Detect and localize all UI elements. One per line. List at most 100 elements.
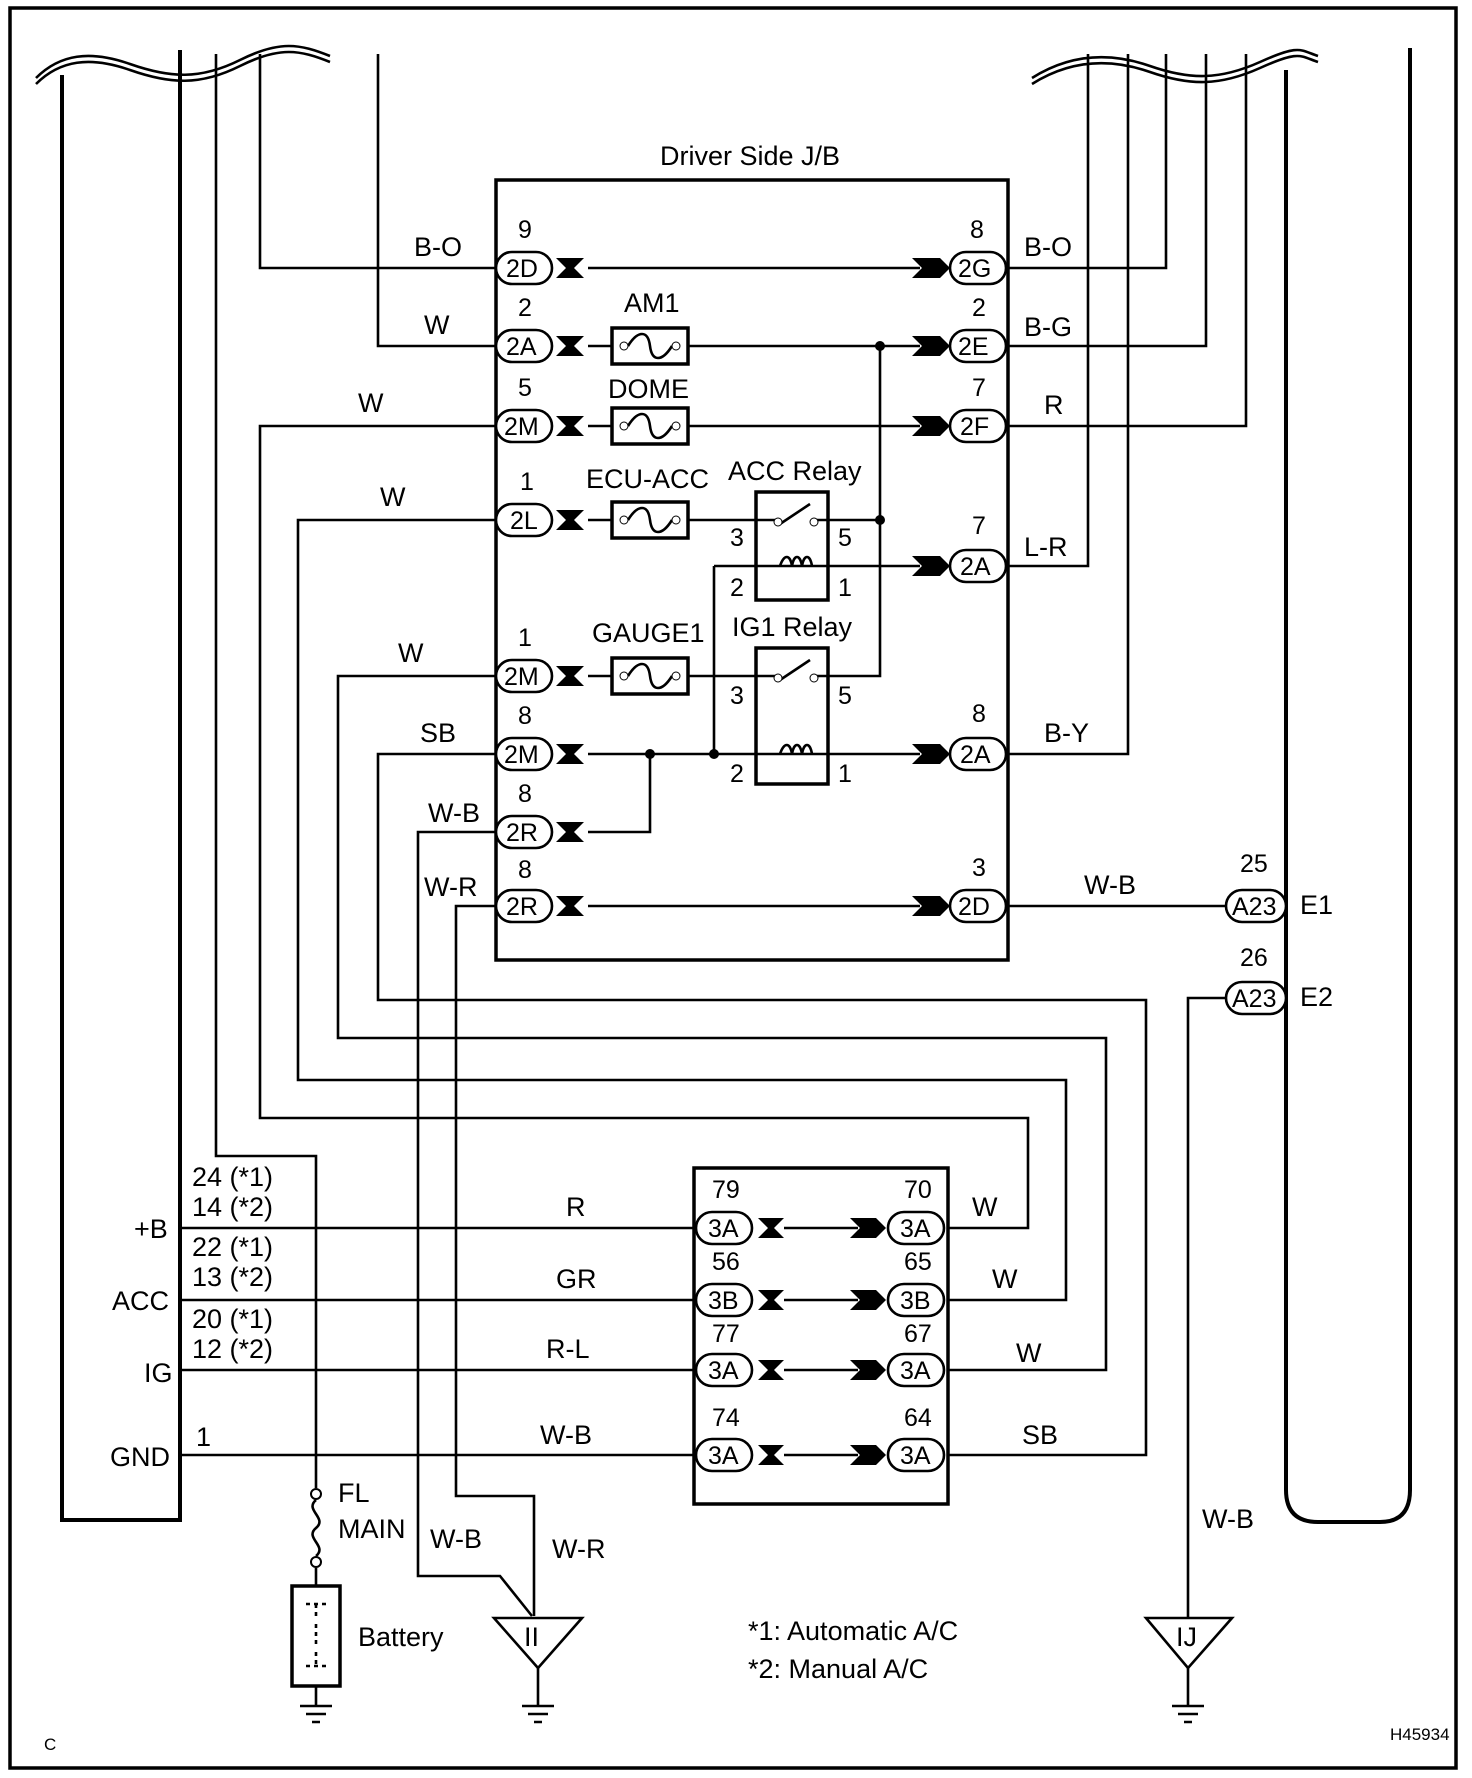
svg-text:B-O: B-O [1024,232,1072,262]
svg-text:MAIN: MAIN [338,1514,406,1544]
svg-text:3A: 3A [708,1442,739,1470]
svg-text:56: 56 [712,1248,740,1276]
lower-connector-row: 3A 3A 79 70 R W [566,1176,998,1246]
svg-text:W-R: W-R [552,1534,606,1564]
svg-text:E1: E1 [1300,890,1333,920]
junction-dot [645,749,655,759]
svg-text:22 (*1): 22 (*1) [192,1232,273,1262]
svg-text:79: 79 [712,1176,740,1204]
svg-text:ACC: ACC [112,1286,169,1316]
svg-text:E2: E2 [1300,982,1333,1012]
svg-text:67: 67 [904,1320,932,1348]
lower-connector-row: 3A 3A 77 67 R-L W [546,1320,1042,1388]
svg-text:8: 8 [518,780,532,808]
svg-text:ECU-ACC: ECU-ACC [586,464,709,494]
jb-connector-left: 2M 5 W [358,374,584,444]
svg-text:W: W [424,310,450,340]
svg-text:74: 74 [712,1404,740,1432]
svg-text:B-Y: B-Y [1044,718,1089,748]
svg-text:14 (*2): 14 (*2) [192,1192,273,1222]
wire-w-r-2r [454,904,536,1616]
svg-text:5: 5 [838,524,852,552]
svg-text:8: 8 [970,216,984,244]
svg-text:7: 7 [972,374,986,402]
svg-text:W-B: W-B [1084,870,1136,900]
jb-connector-right: 2G 8 B-O [912,216,1072,286]
harness-break-right-2 [1031,48,1319,80]
svg-text:2M: 2M [504,413,539,441]
svg-text:3A: 3A [900,1442,931,1470]
junction-box [494,178,1010,962]
svg-text:R-L: R-L [546,1334,590,1364]
wire-w-2l [296,518,1068,1302]
svg-text:+B: +B [134,1214,168,1244]
ground-connector-e2: A23 26 E2 [1224,944,1333,1016]
wire-w-2a [376,54,500,348]
svg-text:2: 2 [518,294,532,322]
svg-text:2: 2 [730,574,744,602]
jb-title: Driver Side J/B [660,141,840,171]
svg-text:3: 3 [730,682,744,710]
battery-icon: Battery [290,1584,444,1706]
svg-text:FL: FL [338,1478,370,1508]
svg-text:3A: 3A [900,1215,931,1243]
svg-text:20 (*1): 20 (*1) [192,1304,273,1334]
figure-id: H45934 [1390,1725,1450,1744]
jb-connector-left: 2M 1 W [398,624,584,694]
svg-text:64: 64 [904,1404,932,1432]
svg-text:2M: 2M [504,741,539,769]
svg-text:DOME: DOME [608,374,689,404]
svg-text:3: 3 [730,524,744,552]
svg-text:12 (*2): 12 (*2) [192,1334,273,1364]
terminal-acc: ACC 22 (*1) 13 (*2) [112,1232,273,1316]
left-component-body [60,50,182,1522]
svg-text:IG: IG [144,1358,173,1388]
fuse-am1: AM1 [610,288,690,366]
svg-text:2E: 2E [958,333,989,361]
wire-plus-b [214,54,318,1488]
svg-text:77: 77 [712,1320,740,1348]
svg-text:ACC Relay: ACC Relay [728,456,862,486]
fusible-link-fl-main: FL MAIN [310,1478,406,1568]
jb-connector-left: 2M 8 SB [420,702,584,772]
svg-text:3A: 3A [708,1357,739,1385]
svg-text:2D: 2D [506,255,538,283]
note-manual: *2: Manual A/C [748,1654,928,1684]
wire-sb-2m8 [376,752,1148,1457]
svg-text:W: W [1016,1338,1042,1368]
jb-connector-right: 2F 7 R [912,374,1064,444]
jb-internal-2r [588,754,652,834]
svg-text:II: II [524,1622,539,1652]
svg-text:AM1: AM1 [624,288,680,318]
svg-text:W: W [358,388,384,418]
svg-text:2A: 2A [960,553,991,581]
svg-text:3: 3 [972,854,986,882]
svg-text:7: 7 [972,512,986,540]
wire-b-g [1008,54,1208,348]
jb-internal-acc-coil [712,564,920,754]
terminal-ig: IG 20 (*1) 12 (*2) [144,1304,273,1388]
svg-text:A23: A23 [1232,893,1276,921]
fuse-gauge1: GAUGE1 [592,618,705,696]
svg-text:GR: GR [556,1264,597,1294]
wire-w-2m1 [336,674,1108,1372]
terminal-plus-b: +B 24 (*1) 14 (*2) [134,1162,273,1244]
ground-point-ii: II W-B W-R [430,1524,606,1724]
jb-connector-right: 2A 8 B-Y [912,700,1089,772]
lower-connector-row: 3B 3B 56 65 GR W [556,1248,1018,1318]
svg-text:W: W [380,482,406,512]
ground-connector-e1: A23 25 E1 [1224,850,1333,924]
svg-text:9: 9 [518,216,532,244]
junction-dot [875,515,885,525]
svg-text:2A: 2A [960,741,991,769]
svg-text:W-B: W-B [430,1524,482,1554]
svg-text:GND: GND [110,1442,170,1472]
acc-relay: ACC Relay 3 5 2 1 [728,456,862,602]
svg-text:W-B: W-B [428,798,480,828]
svg-text:W: W [972,1192,998,1222]
wire-w-b-2r [416,830,534,1617]
wire-w-b-e2 [1186,996,1226,1618]
wire-w-2m5 [258,424,1030,1230]
svg-text:GAUGE1: GAUGE1 [592,618,705,648]
